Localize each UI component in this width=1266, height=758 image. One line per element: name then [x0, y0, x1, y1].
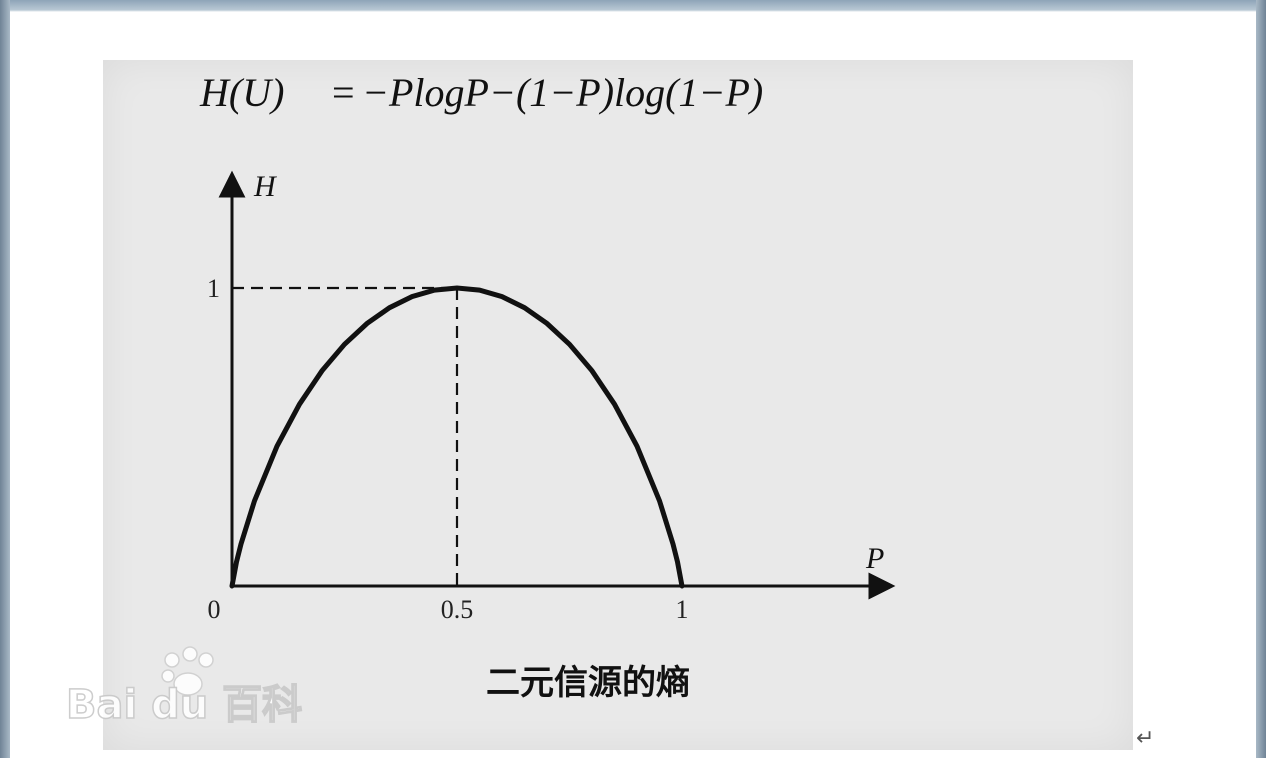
- formula: H(U) = −PlogP−(1−P)log(1−P): [199, 70, 763, 115]
- figure-caption: 二元信源的熵: [486, 663, 690, 703]
- y-tick-label-1: 1: [207, 274, 220, 303]
- formula-rhs: −PlogP−(1−P)log(1−P): [362, 70, 763, 115]
- x-tick-label-0: 0: [208, 595, 221, 624]
- x-tick-label-0-5: 0.5: [441, 595, 474, 624]
- window-left-edge: [0, 0, 10, 758]
- formula-lhs: H(U): [199, 70, 284, 115]
- entropy-curve: [229, 285, 685, 589]
- x-axis-label: P: [865, 542, 884, 575]
- watermark-text: Bai du 百科: [66, 682, 302, 728]
- scanned-figure: [103, 60, 1133, 750]
- paw-icon: [161, 646, 214, 696]
- y-axis-label: H: [253, 170, 278, 203]
- paragraph-return-mark: ↵: [1136, 726, 1155, 751]
- watermark: Bai du 百科: [65, 646, 303, 729]
- formula-equals: =: [332, 70, 355, 115]
- window-right-edge: [1256, 0, 1266, 758]
- x-tick-label-1: 1: [676, 595, 689, 624]
